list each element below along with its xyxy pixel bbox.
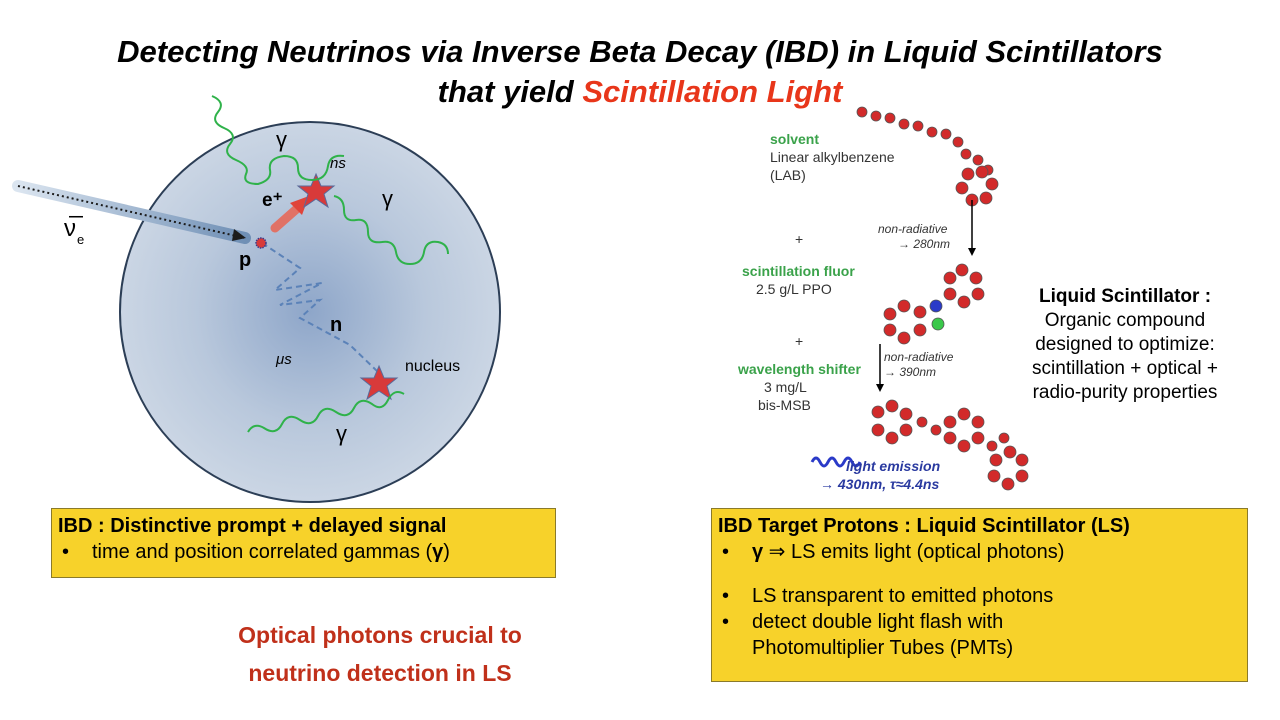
shifter-block: wavelength shifter 3 mg/L bis-MSB — [738, 360, 861, 414]
ibd-item-text: time and position correlated gammas ( — [92, 541, 433, 563]
slide-title-line-1: Detecting Neutrinos via Inverse Beta Dec… — [117, 34, 1163, 69]
gamma-label-right: γ — [382, 186, 393, 211]
positron-label: e⁺ — [262, 190, 283, 211]
target-box-item-1: • γ ⇒ LS emits light (optical photons) — [718, 539, 1241, 565]
solvent-name-1: Linear alkylbenzene — [770, 149, 895, 165]
target-box-item-3b: Photomultiplier Tubes (PMTs) — [718, 635, 1241, 661]
nr-arrow-1-head — [968, 248, 976, 256]
proton-marker — [255, 237, 267, 249]
nr-2-label: non-radiative — [884, 350, 954, 364]
neutron-label: n — [330, 314, 342, 336]
shifter-label: wavelength shifter — [738, 361, 861, 377]
emission-label: light emission — [846, 458, 941, 474]
solvent-name-2: (LAB) — [770, 167, 806, 183]
lab-molecule — [856, 106, 999, 207]
target-item-3b-text: Photomultiplier Tubes (PMTs) — [752, 637, 1014, 659]
bullet: • — [62, 541, 70, 563]
shifter-amount-2: bis-MSB — [758, 397, 811, 413]
bullet: • — [722, 541, 730, 563]
solvent-label: solvent — [770, 131, 820, 147]
ns-label: ns — [330, 155, 346, 172]
nr-1-wavelength: → 280nm — [898, 237, 951, 251]
positron-arrowhead — [290, 196, 309, 215]
target-box-item-2: • LS transparent to emitted photons — [718, 583, 1241, 609]
scintillator-sphere — [119, 121, 501, 503]
proton-label: p — [239, 249, 251, 271]
nr-2-wavelength: → 390nm — [884, 365, 937, 379]
nucleus-star — [359, 364, 399, 401]
gamma-wave-right — [333, 195, 449, 266]
ibd-box-item-1: • time and position correlated gammas (γ… — [58, 539, 549, 565]
antineutrino-track — [17, 185, 246, 239]
fluor-label: scintillation fluor — [742, 263, 855, 279]
us-label: μs — [275, 351, 292, 368]
ls-note: Liquid Scintillator : Organic compound d… — [1000, 285, 1250, 405]
gamma-wave-bottom — [247, 391, 405, 433]
target-item-3-text: detect double light flash with — [752, 611, 1004, 633]
positron-star — [296, 172, 336, 209]
nr-2: non-radiative → 390nm — [884, 350, 953, 380]
ibd-item-gamma: γ — [432, 541, 444, 563]
nucleus-label: nucleus — [405, 358, 460, 375]
ls-note-line-2: designed to optimize: — [1035, 334, 1215, 355]
slide-title-line-2: that yield Scintillation Light — [0, 72, 1280, 112]
solvent-block: solvent Linear alkylbenzene (LAB) — [770, 130, 895, 184]
target-box-heading: IBD Target Protons : Liquid Scintillator… — [718, 515, 1130, 537]
plus-1: + — [795, 231, 804, 247]
target-item-1-text: ⇒ LS emits light (optical photons) — [763, 541, 1065, 563]
ppo-molecule — [883, 263, 985, 345]
bismsb-molecule — [871, 399, 1029, 491]
target-box-item-3: • detect double light flash with — [718, 609, 1241, 635]
target-item-2-text: LS transparent to emitted photons — [752, 585, 1054, 607]
ls-note-line-4: radio-purity properties — [1032, 382, 1218, 403]
title-prefix: that yield — [437, 74, 583, 109]
ls-note-heading: Liquid Scintillator : — [1038, 286, 1212, 307]
fluor-amount: 2.5 g/L PPO — [756, 281, 832, 297]
bullet: • — [722, 611, 730, 633]
emission-squiggle — [810, 456, 862, 468]
positron-arrow — [270, 201, 305, 233]
antineutrino-arrowhead — [232, 229, 246, 241]
antineutrino-subscript: e — [77, 232, 84, 247]
ibd-item-close: ) — [443, 541, 450, 563]
ls-note-line-3: scintillation + optical + — [1032, 358, 1218, 379]
gamma-label-bottom: γ — [336, 421, 347, 446]
bullet: • — [722, 585, 730, 607]
fluor-block: scintillation fluor 2.5 g/L PPO — [742, 262, 855, 298]
target-item-gamma: γ — [752, 541, 764, 563]
nr-1: non-radiative → 280nm — [878, 222, 950, 252]
red-note-line-1: Optical photons crucial to — [238, 622, 522, 648]
optical-photons-note: Optical photons crucial to neutrino dete… — [150, 616, 610, 692]
ls-note-line-1: Organic compound — [1044, 310, 1206, 331]
nr-1-label: non-radiative — [878, 222, 948, 236]
gamma-wave-top — [211, 95, 345, 186]
ibd-signal-box: IBD : Distinctive prompt + delayed signa… — [51, 508, 556, 578]
ibd-box-heading: IBD : Distinctive prompt + delayed signa… — [58, 515, 447, 537]
emission-value: → 430nm, τ≈4.4ns — [820, 476, 940, 492]
title-highlight: Scintillation Light — [582, 74, 843, 109]
nr-arrow-2-head — [876, 384, 884, 392]
target-protons-box: IBD Target Protons : Liquid Scintillator… — [711, 508, 1248, 682]
neutron-path — [261, 242, 379, 373]
red-note-line-2: neutrino detection in LS — [248, 660, 512, 686]
shifter-amount-1: 3 mg/L — [764, 379, 807, 395]
gamma-label-top: γ — [276, 127, 287, 152]
plus-2: + — [795, 333, 804, 349]
